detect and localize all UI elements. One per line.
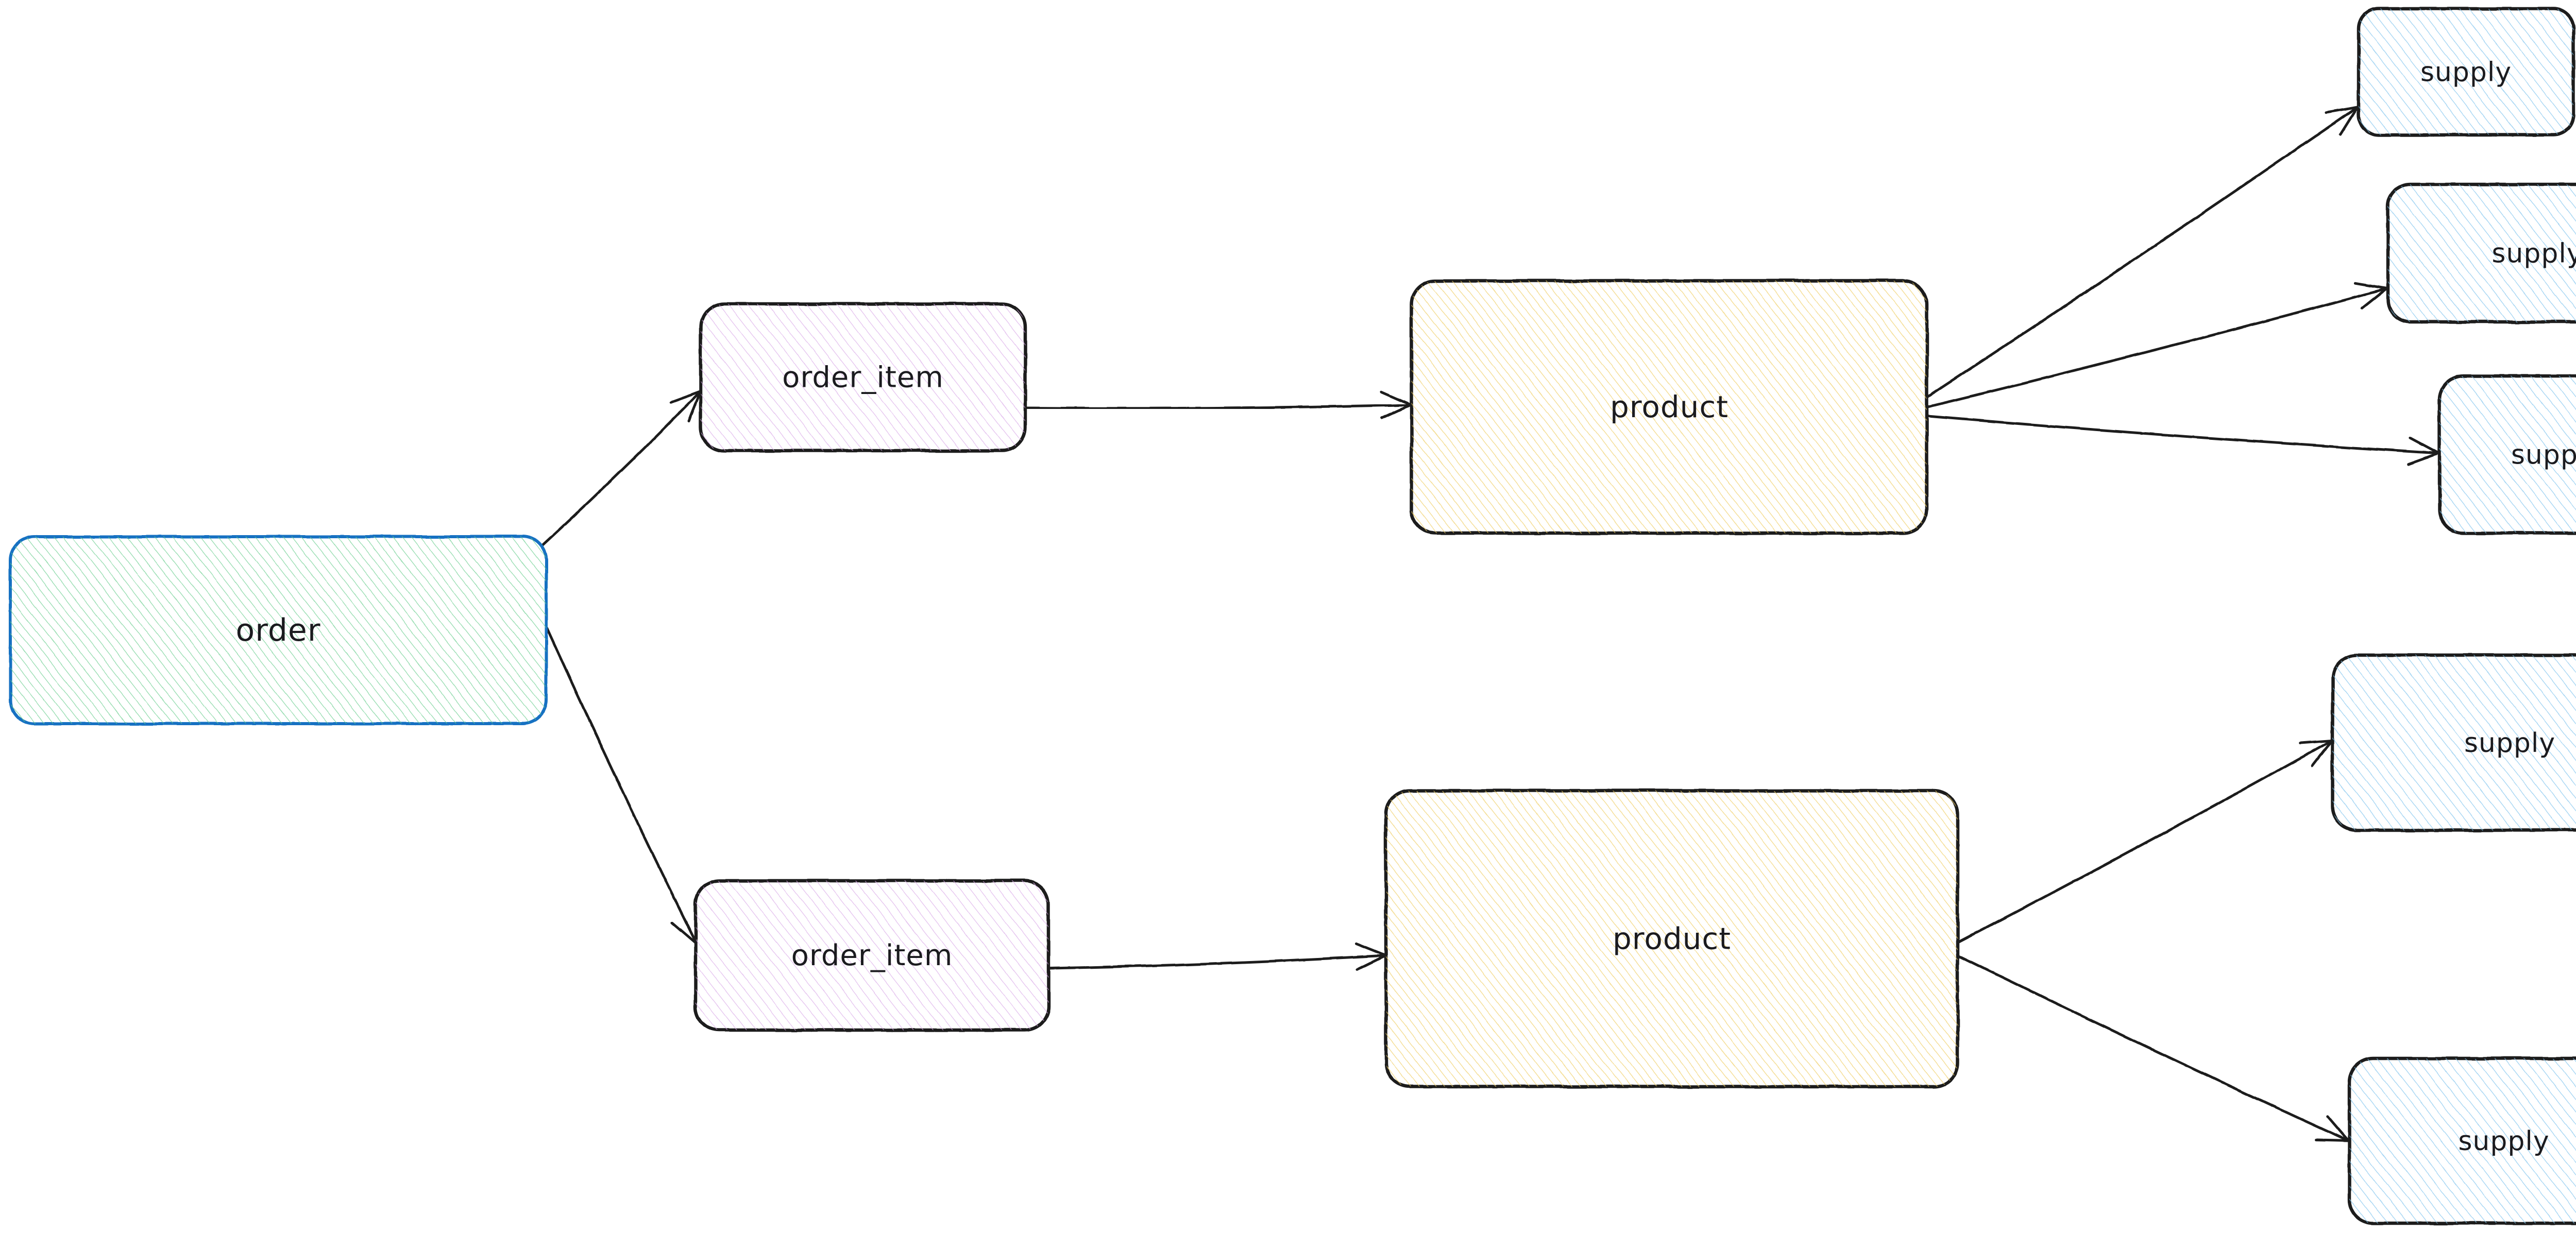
node-order-item-bottom[interactable]: order_item: [693, 879, 1050, 1032]
node-hatch: [1412, 281, 1927, 533]
node-hatch: [2388, 184, 2576, 322]
edge-arrowhead: [2298, 739, 2333, 767]
edge-arrowhead: [2407, 437, 2440, 466]
node-order-item-top[interactable]: order_item: [699, 302, 1027, 453]
edge-arrowhead: [1354, 942, 1387, 971]
node-label: supply: [2511, 440, 2576, 471]
node-hatch: [10, 537, 546, 724]
node-layer: order order_item order_item product: [9, 7, 2576, 1225]
edge-line: [1956, 739, 2333, 944]
node-hatch: [1386, 791, 1958, 1087]
node-order[interactable]: order: [9, 535, 548, 725]
edge-arrowhead: [2315, 1115, 2350, 1142]
edge-product-top-to-supply-3: [1926, 415, 2440, 466]
node-hatch: [2359, 9, 2573, 135]
node-label: supply: [2464, 728, 2555, 759]
edge-arrowhead: [2354, 282, 2388, 310]
edge-arrowhead: [669, 390, 702, 423]
edge-order-to-order-item-bottom: [538, 611, 698, 945]
edge-line: [1048, 954, 1387, 970]
edge-line: [538, 611, 698, 945]
node-hatch: [696, 881, 1048, 1030]
edge-line: [1926, 415, 2440, 455]
node-hatch: [2349, 1058, 2576, 1223]
edge-line: [1926, 287, 2388, 408]
node-label: supply: [2420, 57, 2512, 88]
edge-line: [1926, 106, 2359, 398]
node-supply-3[interactable]: supply: [2437, 374, 2576, 535]
node-label: product: [1610, 389, 1728, 424]
node-label: order_item: [782, 361, 944, 395]
node-product-top[interactable]: product: [1410, 279, 1929, 535]
edge-product-top-to-supply-2: [1926, 282, 2388, 408]
node-supply-4[interactable]: supply: [2331, 653, 2576, 832]
node-supply-1[interactable]: supply: [2357, 7, 2575, 137]
edge-product-bottom-to-supply-4: [1956, 739, 2333, 944]
node-supply-2[interactable]: supply: [2386, 182, 2576, 324]
node-hatch: [2333, 655, 2576, 830]
edge-arrowhead: [2325, 106, 2359, 136]
edge-product-top-to-supply-1: [1926, 106, 2359, 398]
node-hatch: [701, 304, 1025, 451]
node-label: order_item: [791, 939, 953, 972]
edge-product-bottom-to-supply-5: [1956, 954, 2350, 1142]
edge-order-item-top-to-product-top: [1025, 390, 1412, 420]
node-label: product: [1613, 921, 1731, 956]
node-label: order: [236, 612, 321, 648]
edge-line: [1956, 954, 2350, 1142]
node-supply-5[interactable]: supply: [2347, 1056, 2576, 1225]
node-hatch: [2439, 376, 2576, 533]
edge-order-item-bottom-to-product-bottom: [1048, 942, 1387, 971]
edge-arrowhead: [1380, 390, 1412, 420]
node-label: supply: [2458, 1126, 2549, 1157]
edge-order-to-order-item-top: [538, 390, 702, 549]
edge-line: [1025, 403, 1412, 410]
edge-line: [538, 390, 702, 549]
node-label: supply: [2492, 238, 2576, 269]
edge-layer: [538, 106, 2440, 1142]
node-product-bottom[interactable]: product: [1384, 789, 1960, 1089]
